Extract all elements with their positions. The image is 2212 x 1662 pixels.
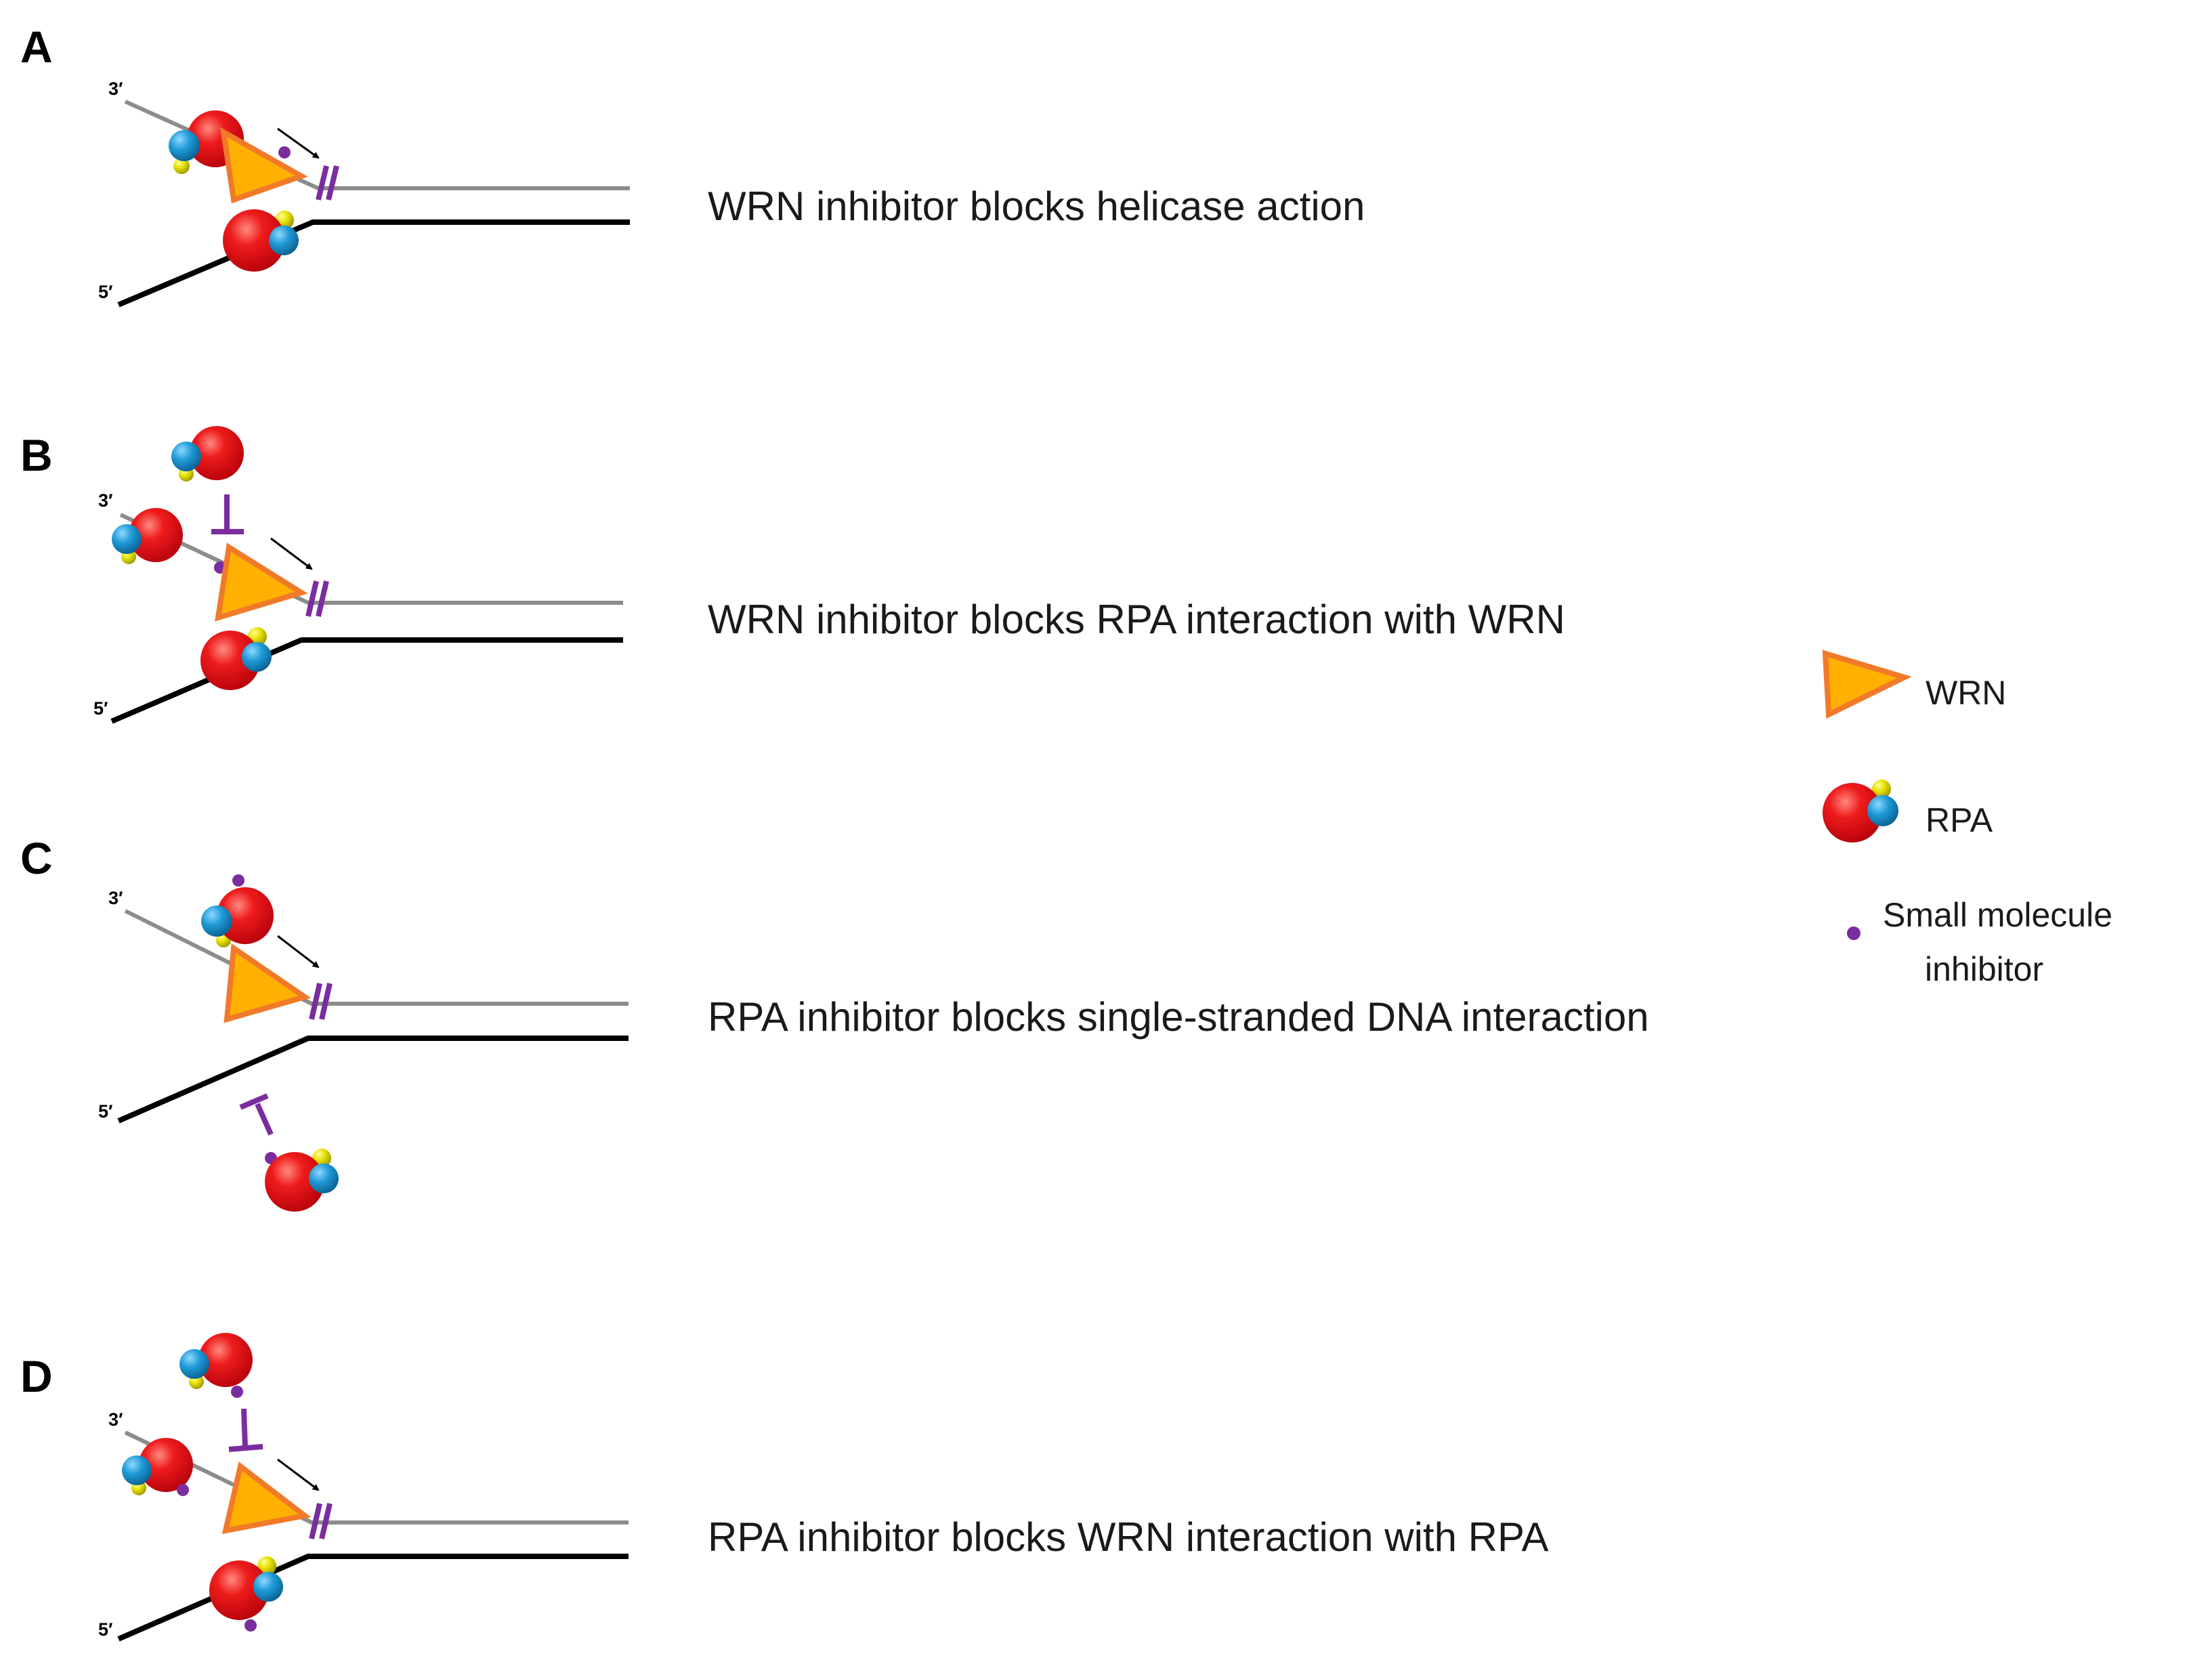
top-strand [124, 909, 629, 1006]
helicase-direction-arrow [277, 935, 320, 968]
block-mark [305, 580, 329, 617]
legend-item-wrn: WRN [1822, 649, 2006, 719]
bottom-strand [117, 1036, 629, 1124]
wrn-helicase [224, 943, 312, 1023]
panel-letter: A [20, 22, 53, 72]
panel-c: C 3′ 5′ RPA inhibitor blocks singl [20, 833, 1649, 1212]
top-strand [124, 1430, 629, 1525]
rpa-protein [209, 1556, 283, 1620]
dna-fork [117, 1430, 629, 1642]
wrn-helicase [219, 127, 308, 204]
helicase-direction-arrow [277, 127, 320, 159]
panel-caption: WRN inhibitor blocks helicase action [708, 184, 1365, 229]
panel-b: B 3′ 5′ [20, 426, 1565, 724]
legend: WRN RPA Small molecule inhibitor [1822, 649, 2112, 988]
rpa-protein [265, 1149, 339, 1212]
panel-a: A 3′ 5′ WRN inhibitor blocks helicase ac… [20, 22, 1365, 307]
helicase-direction-arrow [270, 537, 313, 570]
wrn-helicase [215, 542, 308, 622]
legend-item-rpa: RPA [1823, 780, 1993, 843]
rpa-protein [201, 887, 274, 947]
small-molecule-inhibitor [244, 1619, 257, 1632]
three-prime-label: 3′ [98, 490, 113, 511]
dna-fork [110, 513, 623, 724]
small-molecule-inhibitor [278, 146, 291, 158]
five-prime-label: 5′ [98, 1101, 113, 1122]
legend-label: WRN [1926, 674, 2006, 712]
inhibition-bar [228, 1408, 263, 1452]
rpa-protein [223, 209, 299, 272]
block-mark [309, 1503, 333, 1539]
three-prime-label: 3′ [108, 888, 123, 908]
panel-caption: RPA inhibitor blocks WRN interaction wit… [708, 1514, 1549, 1560]
dna-fork [117, 909, 629, 1124]
bottom-strand [117, 219, 630, 307]
helicase-direction-arrow [277, 1458, 320, 1491]
five-prime-label: 5′ [98, 1619, 113, 1640]
panel-caption: RPA inhibitor blocks single-stranded DNA… [708, 994, 1649, 1040]
small-molecule-inhibitor [232, 874, 244, 887]
panel-caption: WRN inhibitor blocks RPA interaction wit… [708, 597, 1565, 642]
block-mark [309, 983, 333, 1020]
small-molecule-inhibitor [231, 1386, 243, 1398]
panel-letter: D [20, 1351, 53, 1401]
three-prime-label: 3′ [108, 1409, 123, 1430]
legend-label: Small molecule [1883, 896, 2112, 934]
small-molecule-inhibitor [177, 1484, 189, 1496]
panel-letter: C [20, 833, 53, 883]
inhibition-bar [239, 1093, 274, 1136]
bottom-strand [117, 1554, 629, 1642]
top-strand [119, 513, 623, 605]
inhibitor-legend-symbol [1847, 926, 1860, 940]
five-prime-label: 5′ [98, 282, 113, 302]
bottom-strand [110, 637, 623, 724]
rpa-protein [122, 1438, 193, 1495]
legend-label: RPA [1926, 801, 1993, 839]
wrn-helicase [221, 1462, 312, 1535]
five-prime-label: 5′ [93, 698, 108, 719]
panel-letter: B [20, 430, 53, 480]
rpa-protein [200, 627, 272, 690]
rpa-protein [179, 1333, 253, 1389]
legend-label: inhibitor [1925, 950, 2043, 988]
block-mark [316, 165, 339, 200]
inhibition-bar [211, 494, 244, 534]
panel-d: D 3′ 5′ [20, 1333, 1549, 1642]
legend-item-inhibitor: Small molecule inhibitor [1847, 896, 2112, 988]
three-prime-label: 3′ [108, 79, 123, 99]
wrn-legend-symbol [1822, 649, 1912, 719]
rpa-protein [112, 508, 183, 564]
rpa-protein [171, 426, 244, 482]
